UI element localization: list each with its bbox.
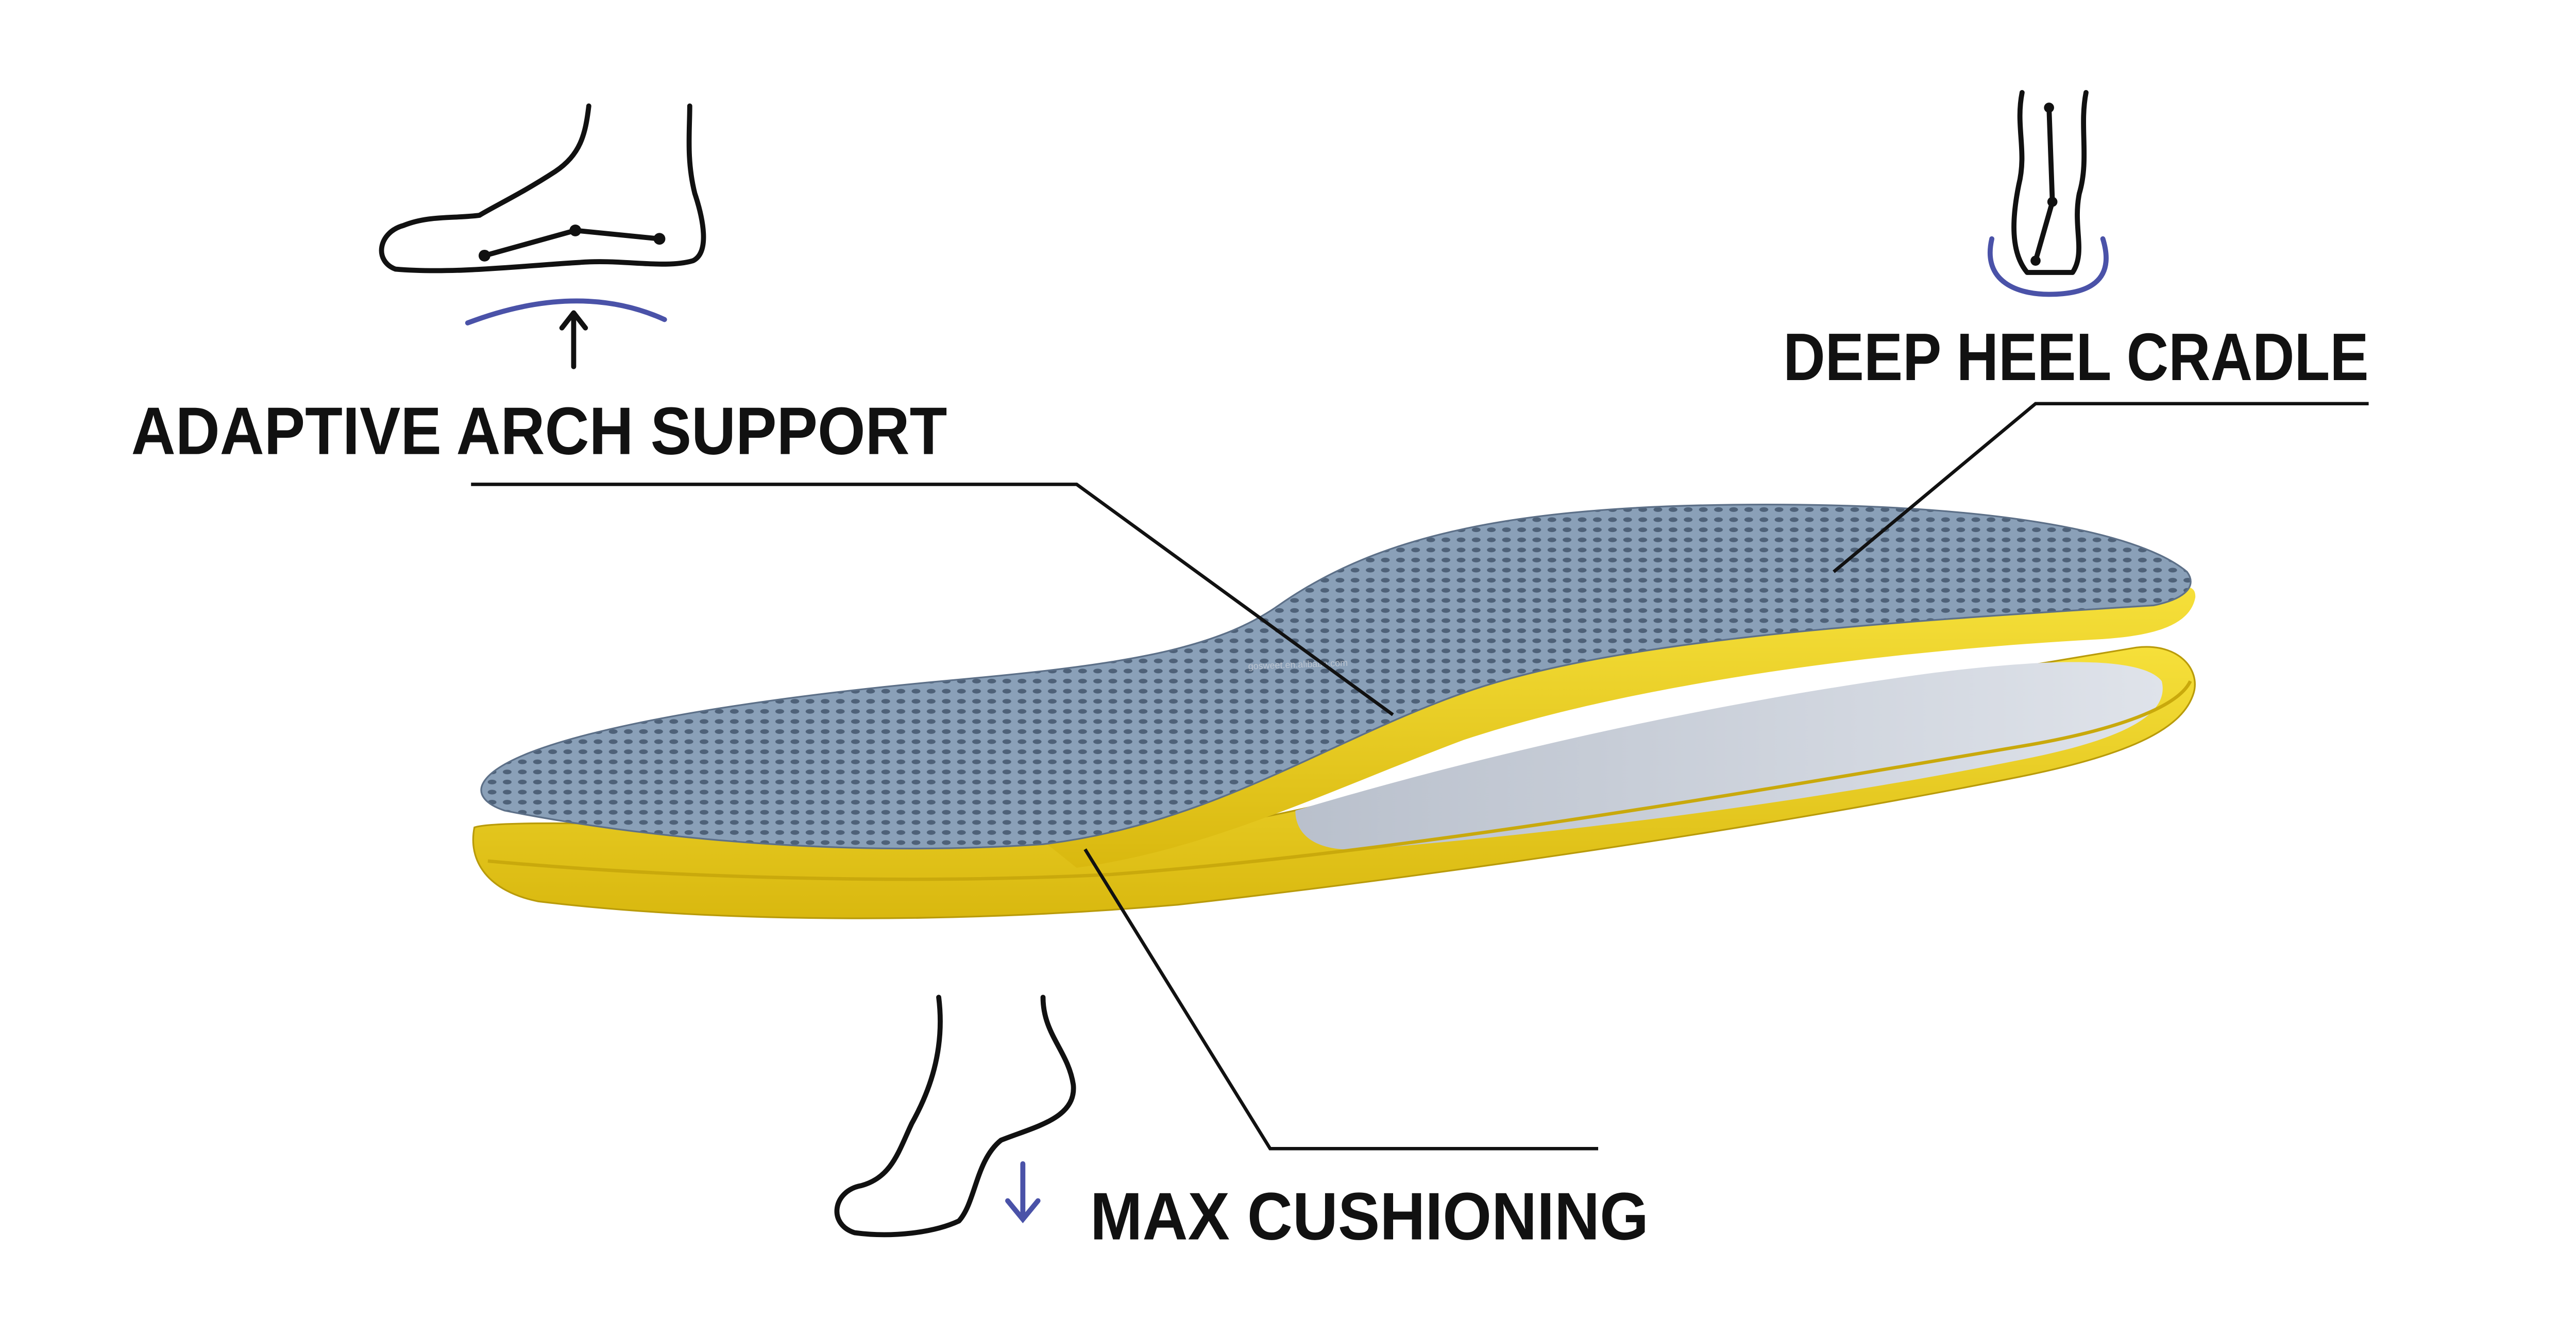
top-mesh-layer <box>480 503 2192 850</box>
cushion-leader-line <box>1083 848 1599 1151</box>
max-cushioning-label: MAX CUSHIONING <box>1090 1179 1649 1254</box>
insole-product: gosweet.en.alibaba.com <box>472 503 2196 919</box>
top-foam-band <box>1043 587 2196 868</box>
bottom-layer-edge <box>487 680 2192 881</box>
foot-arch-icon <box>379 103 706 369</box>
heel-cradle-icon <box>1988 90 2109 297</box>
arch-leader-line <box>471 483 1394 716</box>
foot-cushion-icon <box>834 995 1076 1238</box>
arch-support-label: ADAPTIVE ARCH SUPPORT <box>131 393 947 469</box>
heel-cradle-label: DEEP HEEL CRADLE <box>1783 319 2368 395</box>
heel-leader-line <box>1833 402 2369 573</box>
bottom-inner-surface <box>1295 662 2163 850</box>
